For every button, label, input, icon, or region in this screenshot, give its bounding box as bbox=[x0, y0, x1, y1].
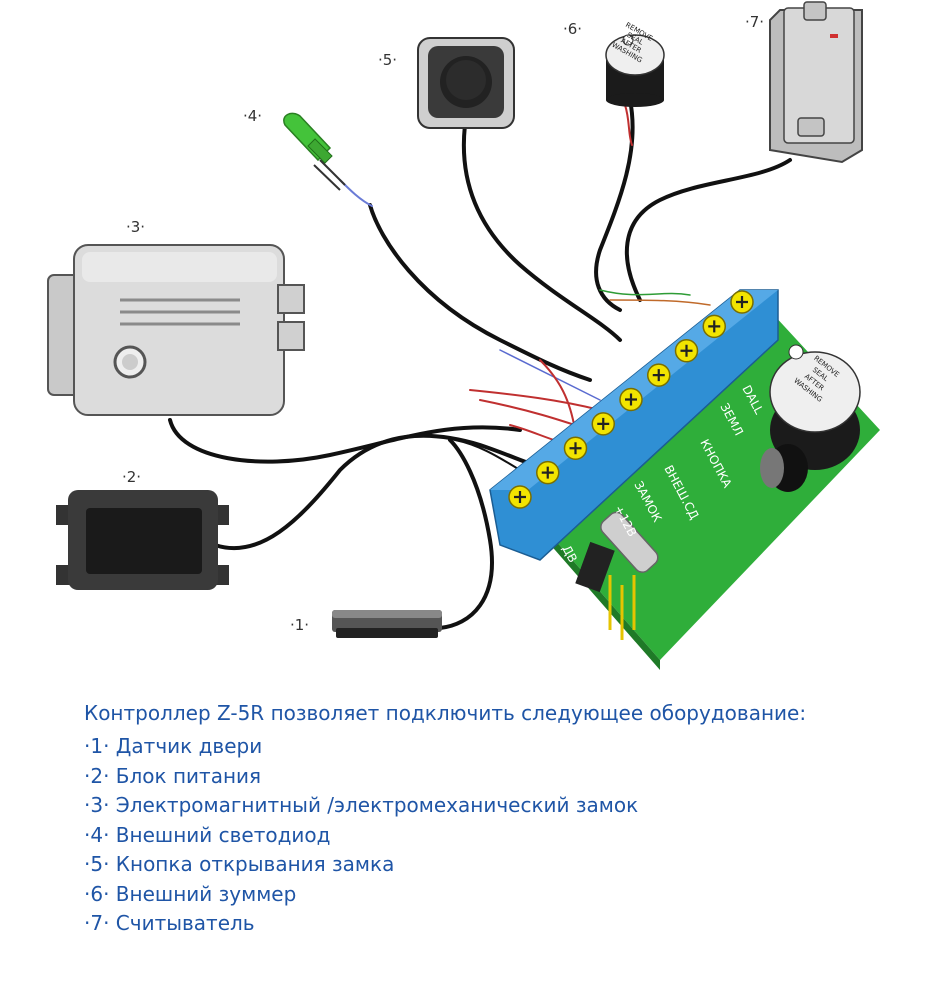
jumper-pins bbox=[608, 575, 636, 640]
caption: Контроллер Z-5R позволяет подключить сле… bbox=[84, 698, 924, 939]
list-item: ·5· Кнопка открывания замка bbox=[84, 852, 395, 876]
device-mark-1: ·1· bbox=[290, 616, 309, 634]
buzzer-device bbox=[605, 34, 665, 107]
door-sensor-device bbox=[332, 610, 442, 638]
device-mark-6: ·6· bbox=[563, 20, 582, 38]
device-mark-2: ·2· bbox=[122, 468, 141, 486]
led-device bbox=[283, 112, 346, 191]
list-item: ·6· Внешний зуммер bbox=[84, 881, 297, 906]
list-item: ·3· Электромагнитный /электромеханически… bbox=[84, 793, 639, 817]
screw-slot bbox=[708, 320, 721, 333]
terminal-screws bbox=[508, 290, 754, 509]
wires bbox=[168, 98, 792, 630]
button-device bbox=[417, 37, 515, 129]
equipment-list: ·1· Датчик двери ·2· Блок питания ·3· Эл… bbox=[84, 732, 924, 939]
screw-slot bbox=[597, 417, 610, 430]
screw-slot bbox=[652, 369, 665, 382]
device-mark-5: ·5· bbox=[378, 51, 397, 69]
list-item: ·1· Датчик двери bbox=[84, 734, 263, 758]
lock-device bbox=[47, 244, 305, 416]
caption-title: Контроллер Z-5R позволяет подключить сле… bbox=[84, 701, 807, 725]
list-item: ·7· Считыватель bbox=[84, 911, 255, 935]
screw-slot bbox=[680, 344, 693, 357]
power-supply-device bbox=[56, 490, 229, 590]
screw-slot bbox=[514, 491, 526, 503]
screw-slot bbox=[569, 442, 582, 455]
screw-slot bbox=[625, 393, 637, 406]
device-mark-3: ·3· bbox=[126, 218, 145, 236]
screw-slot bbox=[541, 466, 554, 479]
screw-slot bbox=[736, 296, 748, 308]
reader-device bbox=[769, 1, 863, 164]
list-item: ·4· Внешний светодиод bbox=[84, 822, 331, 847]
device-mark-7: ·7· bbox=[745, 13, 764, 31]
controller-board bbox=[489, 289, 880, 670]
device-mark-4: ·4· bbox=[243, 107, 262, 125]
list-item: ·2· Блок питания bbox=[84, 763, 262, 788]
